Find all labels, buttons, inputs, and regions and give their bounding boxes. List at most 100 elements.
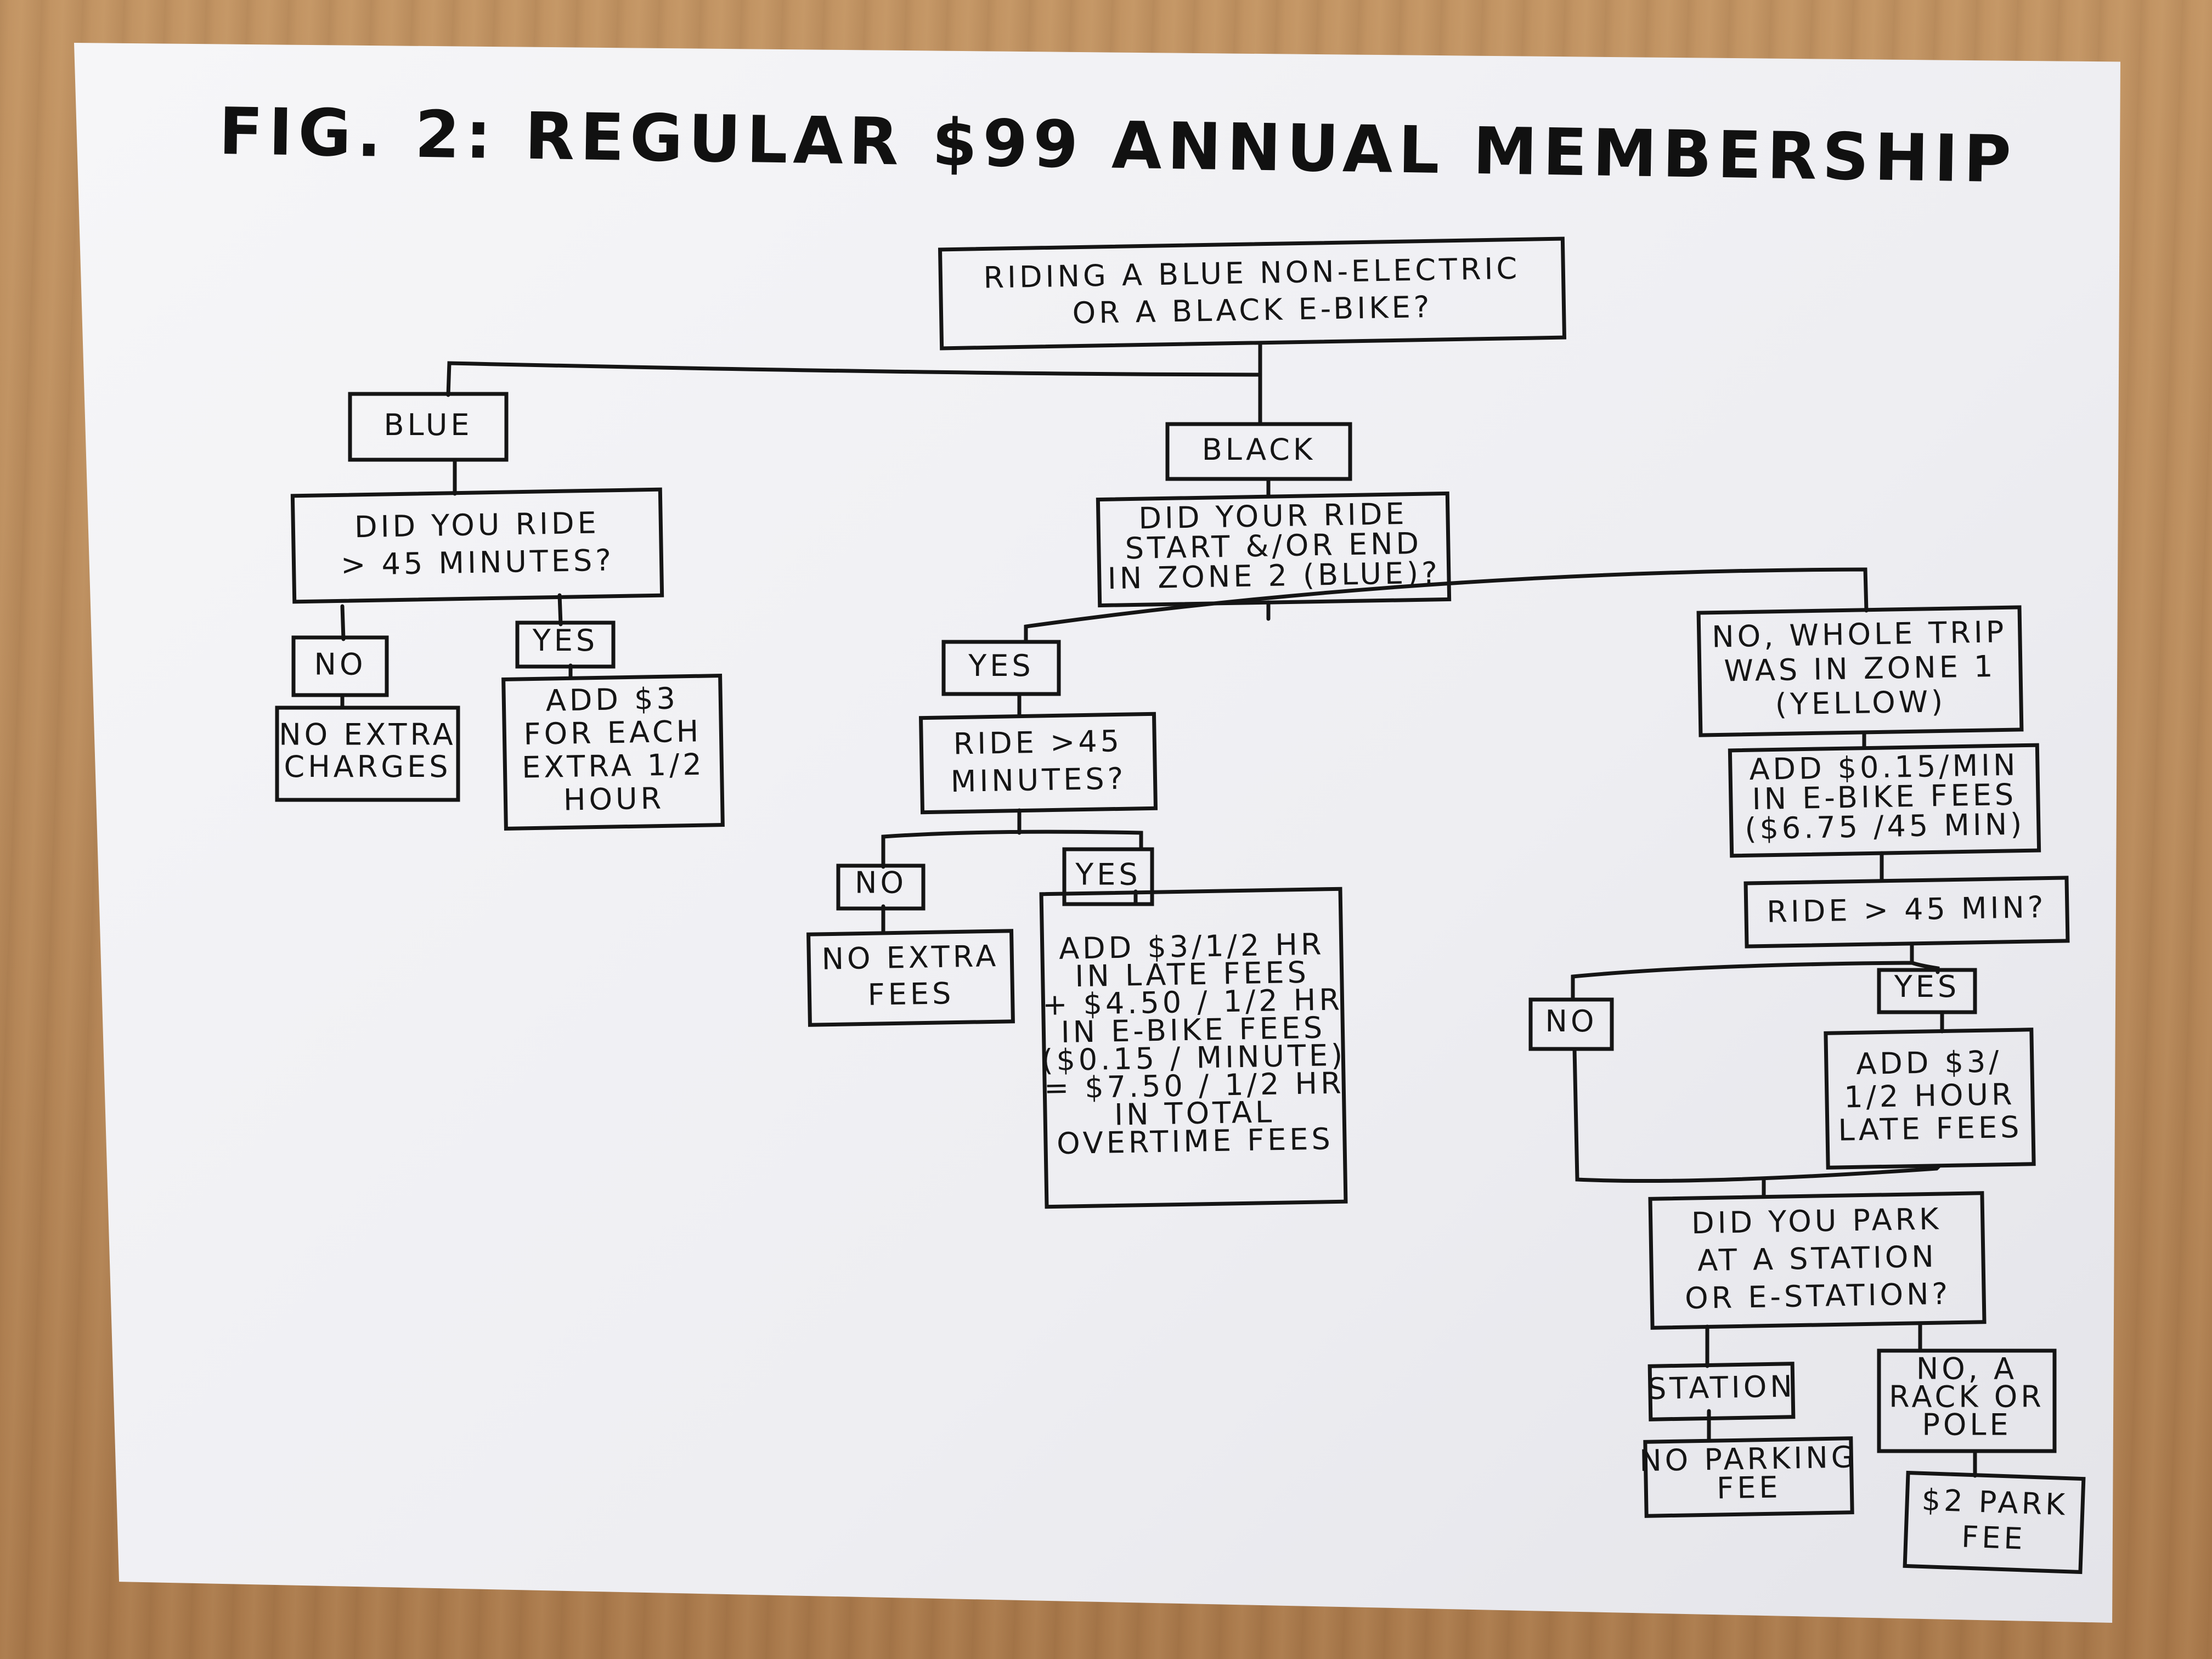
node-z1-yes2: YES — [1877, 968, 1977, 1014]
node-label-line: DID YOU RIDE — [354, 505, 600, 544]
node-station: STATION — [1647, 1362, 1796, 1421]
node-label-line: STATION — [1647, 1369, 1796, 1406]
node-box — [1903, 1470, 2086, 1575]
node-label-line: + $4.50 / 1/2 HR — [1042, 982, 1344, 1022]
node-label-line: DID YOU PARK — [1691, 1201, 1942, 1240]
node-label-line: NO EXTRA — [279, 718, 456, 752]
connector-park-split — [1705, 1321, 1922, 1368]
node-blue-yes: YES — [515, 620, 616, 669]
node-label-line: OVERTIME FEES — [1057, 1121, 1334, 1161]
node-box — [1039, 887, 1348, 1209]
node-label-line: ADD $0.15/MIN — [1749, 748, 2019, 787]
node-box — [918, 712, 1158, 815]
flowchart-connectors — [340, 341, 1977, 1478]
node-label-line: YES — [1075, 857, 1141, 892]
node-label-line: FEE — [1717, 1470, 1781, 1505]
node-label-line: HOUR — [563, 781, 664, 817]
node-label-line: YES — [532, 623, 598, 658]
node-box — [1743, 876, 2070, 949]
node-box — [1528, 997, 1614, 1051]
node-label-line: YES — [968, 648, 1034, 683]
node-label-line: START &/OR END — [1125, 526, 1422, 566]
connector-blue-question-split — [340, 593, 563, 641]
node-label-line: ($0.15 / MINUTE) — [1041, 1038, 1346, 1078]
node-box — [1696, 605, 2024, 737]
node-label-line: NO — [314, 647, 366, 682]
node-box — [1877, 968, 1977, 1014]
node-label-line: ADD $3/ — [1856, 1044, 2002, 1081]
node-box — [1824, 1028, 2036, 1170]
node-box — [501, 674, 725, 831]
node-label-line: ADD $3/1/2 HR — [1059, 927, 1325, 966]
node-label-line: (YELLOW) — [1775, 684, 1946, 721]
node-label-line: 1/2 HOUR — [1844, 1077, 2016, 1114]
node-box — [291, 635, 389, 697]
connector-zone-split — [1024, 567, 1869, 644]
node-z2-yes: YES — [941, 640, 1061, 696]
node-label-line: > 45 MINUTES? — [341, 543, 615, 582]
node-label-line: RACK OR — [1889, 1380, 2045, 1414]
node-label-line: $2 PARK — [1921, 1482, 2069, 1522]
node-label-line: LATE FEES — [1838, 1110, 2023, 1148]
node-box — [515, 620, 616, 669]
node-label-line: NO, WHOLE TRIP — [1712, 614, 2007, 654]
node-box — [1096, 491, 1452, 608]
node-label-line: POLE — [1922, 1408, 2011, 1442]
node-box — [1648, 1191, 1987, 1330]
node-box — [290, 487, 664, 604]
node-label-line: BLACK — [1202, 432, 1316, 467]
node-label-line: BLUE — [383, 408, 472, 442]
connector-root-split — [446, 341, 1262, 397]
node-z1-q: RIDE > 45 MIN? — [1743, 876, 2070, 949]
node-label-line: NO — [855, 866, 907, 900]
node-label-line: MINUTES? — [950, 761, 1127, 799]
node-label-line: NO — [1545, 1004, 1598, 1039]
node-box — [836, 864, 926, 911]
node-label-line: RIDE > 45 MIN? — [1767, 890, 2047, 929]
node-box — [348, 392, 509, 462]
node-label-line: ($6.75 /45 MIN) — [1745, 806, 2025, 846]
node-box — [275, 706, 460, 802]
node-z2-yes2: YES — [1062, 847, 1154, 906]
node-label-line: IN ZONE 2 (BLUE)? — [1107, 556, 1441, 596]
node-label-line: OR A BLACK E-BIKE? — [1072, 290, 1433, 330]
node-z2-no: NO — [836, 864, 926, 911]
node-blue-q: DID YOU RIDE> 45 MINUTES? — [290, 487, 664, 604]
node-label-line: RIDE >45 — [953, 724, 1122, 761]
connector-to-park-question — [1572, 1047, 1942, 1198]
node-label-line: NO PARKING — [1639, 1440, 1858, 1478]
node-box — [938, 236, 1567, 351]
node-box — [806, 929, 1015, 1027]
connector-zone2-split — [881, 808, 1143, 869]
node-label-line: WAS IN ZONE 1 — [1724, 649, 1996, 689]
node-box — [1062, 847, 1154, 906]
node-box — [1165, 422, 1352, 481]
node-label-line: IN E-BIKE FEES — [1060, 1011, 1325, 1049]
node-label-line: IN TOTAL — [1114, 1094, 1276, 1132]
node-label-line: CHARGES — [284, 749, 451, 784]
node-label-line: FOR EACH — [523, 714, 702, 752]
node-label-line: OR E-STATION? — [1685, 1277, 1951, 1316]
node-label-line: IN LATE FEES — [1075, 955, 1310, 994]
node-label-line: FEES — [867, 976, 955, 1012]
node-label-line: EXTRA 1/2 — [522, 747, 706, 785]
node-box — [1877, 1348, 2057, 1453]
node-label-line: AT A STATION — [1697, 1239, 1938, 1278]
node-box — [1728, 743, 2041, 858]
node-box — [941, 640, 1061, 696]
node-box — [1643, 1436, 1854, 1518]
